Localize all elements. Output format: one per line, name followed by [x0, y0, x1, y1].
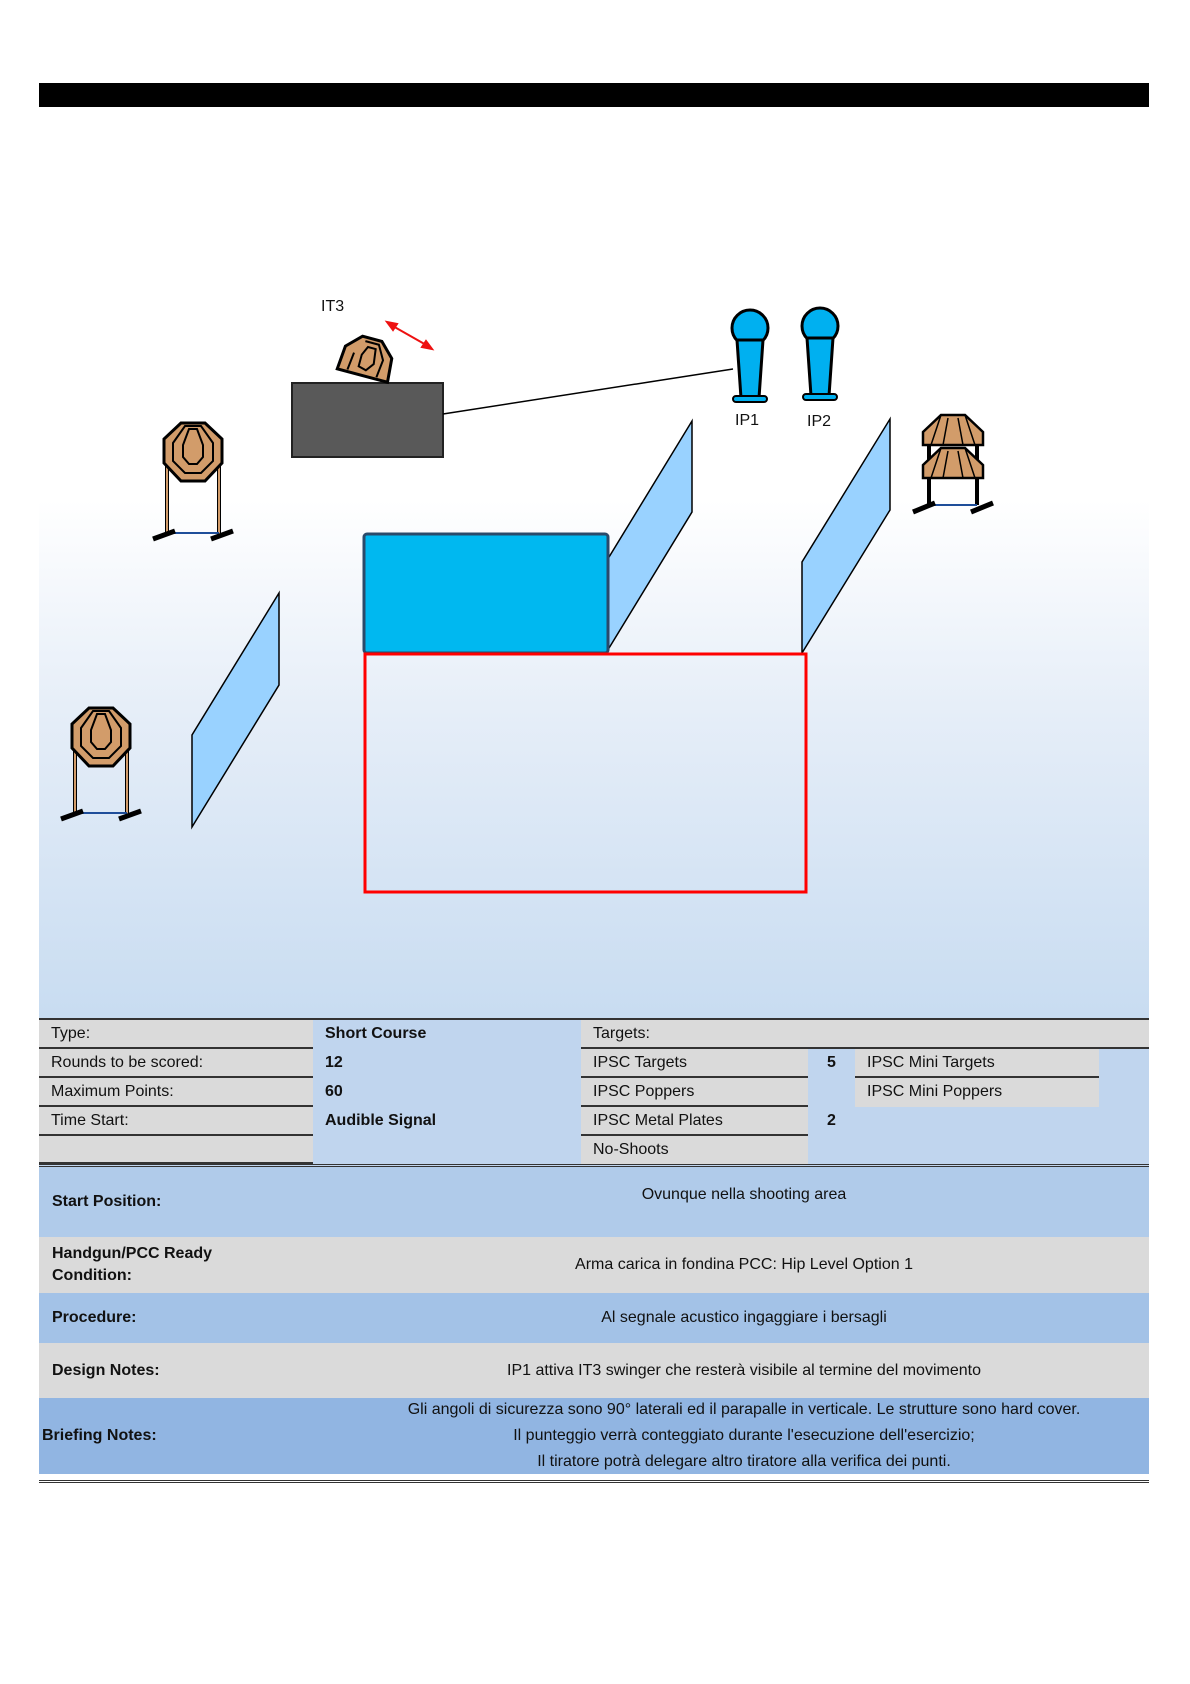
- label-it3: IT3: [321, 298, 345, 315]
- type-label: Type:: [39, 1020, 313, 1049]
- shooting-area: [363, 652, 808, 894]
- popper-ip2: [800, 306, 840, 401]
- briefing-line: Gli angoli di sicurezza sono 90° lateral…: [407, 1401, 1081, 1418]
- ipsc-metal-plates-count: 2: [827, 1112, 836, 1129]
- stage-info-table: Type: Short Course Rounds to be scored: …: [39, 1018, 1149, 1168]
- time-start-value: Audible Signal: [325, 1112, 437, 1129]
- time-start-label: Time Start:: [39, 1107, 313, 1136]
- ipsc-target-2: [60, 706, 142, 822]
- wall-left: [191, 590, 280, 830]
- briefing-notes-row: Briefing Notes: Gli angoli di sicurezza …: [39, 1398, 1149, 1474]
- briefing-line: Il tiratore potrà delegare altro tirator…: [537, 1453, 951, 1470]
- design-notes-label: Design Notes:: [52, 1361, 160, 1379]
- stage-diagram: [60, 306, 994, 894]
- ready-condition-value: Arma carica in fondina PCC: Hip Level Op…: [575, 1256, 913, 1273]
- no-shoots-label: No-Shoots: [581, 1136, 808, 1164]
- empty-cell: [39, 1136, 313, 1164]
- max-points-value: 60: [325, 1083, 343, 1100]
- ipsc-mini-poppers-label: IPSC Mini Poppers: [855, 1078, 1099, 1107]
- ready-label-line-2: Condition:: [52, 1267, 132, 1284]
- label-ip1: IP1: [735, 412, 760, 429]
- procedure-label: Procedure:: [52, 1309, 137, 1326]
- wall-middle: [605, 418, 693, 656]
- notes-table: Start Position: Ovunque nella shooting a…: [39, 1164, 1149, 1483]
- rounds-value: 12: [325, 1054, 343, 1071]
- ipsc-targets-label: IPSC Targets: [581, 1049, 808, 1078]
- ipsc-metal-plates-label: IPSC Metal Plates: [581, 1107, 808, 1136]
- type-value: Short Course: [325, 1025, 427, 1042]
- briefing-notes-value: Gli angoli di sicurezza sono 90° lateral…: [339, 1397, 1149, 1475]
- label-ip2: IP2: [807, 413, 832, 430]
- header-bar: [39, 83, 1149, 107]
- max-points-label: Maximum Points:: [39, 1078, 313, 1107]
- ready-label-line-1: Handgun/PCC Ready: [52, 1245, 213, 1262]
- start-position-value: Ovunque nella shooting area: [641, 1186, 847, 1203]
- procedure-row: Procedure: Al segnale acustico ingaggiar…: [39, 1293, 1149, 1343]
- start-position-row: Start Position: Ovunque nella shooting a…: [39, 1167, 1149, 1237]
- popper-ip1: [730, 308, 770, 403]
- ipsc-targets-count: 5: [827, 1054, 836, 1071]
- activation-line: [442, 368, 734, 415]
- briefing-notes-label: Briefing Notes:: [42, 1427, 157, 1444]
- briefing-line: Il punteggio verrà conteggiato durante l…: [513, 1427, 975, 1444]
- design-notes-value: IP1 attiva IT3 swinger che resterà visib…: [507, 1361, 981, 1379]
- rounds-label: Rounds to be scored:: [39, 1049, 313, 1078]
- ipsc-mini-targets-label: IPSC Mini Targets: [855, 1049, 1099, 1078]
- ipsc-target-1: [152, 421, 234, 542]
- hard-cover-box: [291, 382, 444, 458]
- swinger-target-it3: [335, 334, 394, 385]
- start-position-label: Start Position:: [52, 1193, 162, 1210]
- swing-arrow-icon: [384, 320, 435, 351]
- procedure-value: Al segnale acustico ingaggiare i bersagl…: [601, 1309, 887, 1326]
- ipsc-poppers-label: IPSC Poppers: [581, 1078, 808, 1107]
- wall-right: [801, 416, 891, 656]
- mini-target-stand: [912, 413, 994, 515]
- barrel-cover: [362, 532, 610, 655]
- targets-header: Targets:: [581, 1020, 1149, 1049]
- design-notes-row: Design Notes: IP1 attiva IT3 swinger che…: [39, 1343, 1149, 1398]
